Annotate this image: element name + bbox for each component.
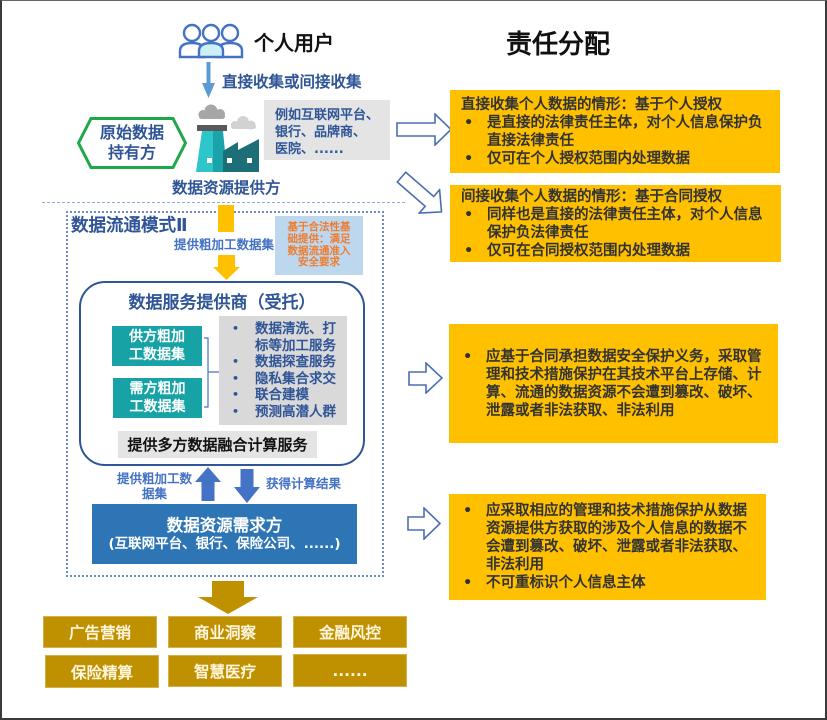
service-item: 隐私集合求交	[232, 371, 347, 388]
hollow-arrow-icon	[408, 362, 443, 394]
responsibility-bullet: 不可重标识个人信息主体	[460, 574, 749, 592]
section-divider	[42, 202, 405, 203]
mode-title: 数据流通模式Ⅱ	[71, 216, 188, 236]
service-summary: 提供多方数据融合计算服务	[118, 431, 317, 458]
hollow-arrow-icon	[396, 113, 452, 146]
compliance-note: 基于合法性基 础提供：满足 数据流通准入 安全要求	[275, 216, 363, 275]
collection-label: 直接收集或间接收集	[222, 73, 362, 91]
provider-label: 数据资源提供方	[172, 179, 281, 197]
result-label: 获得计算结果	[266, 476, 342, 491]
responsibility-data-demander: 应采取相应的管理和技术措施保护从数据资源提供方获取的涉及个人信息的数据不会遭到篡…	[449, 494, 766, 600]
responsibility-heading: 间接收集个人数据的情形：基于合同授权	[461, 188, 722, 205]
applications-arrow-icon	[198, 581, 258, 614]
data-holder-badge: 原始数据 持有方	[99, 123, 164, 162]
service-list: 数据清洗、打 标等加工服务 数据探查服务 隐私集合求交 联合建模 预测高潜人群	[219, 316, 347, 425]
demander-title: 数据资源需求方	[166, 515, 283, 535]
people-icon	[178, 23, 244, 59]
supply-arrow-shaft	[218, 205, 234, 232]
bracket-connector	[204, 337, 219, 408]
responsibility-bullets: 应采取相应的管理和技术措施保护从数据资源提供方获取的涉及个人信息的数据不会遭到篡…	[460, 502, 760, 592]
application-item: 智慧医疗	[168, 655, 282, 687]
supply-arrow-icon	[213, 255, 240, 280]
responsibility-bullet: 应采取相应的管理和技术措施保护从数据资源提供方获取的涉及个人信息的数据不会遭到篡…	[460, 502, 749, 574]
demander-dataset: 需方粗加 工数据集	[113, 378, 202, 418]
hollow-arrow-icon	[407, 507, 441, 540]
responsibility-direct-collection: 直接收集个人数据的情形：基于个人授权 是直接的法律责任主体，对个人信息保护负直接…	[450, 90, 780, 173]
responsibility-bullet: 仅可在合同授权范围内处理数据	[461, 242, 765, 260]
application-item: 商业洞察	[168, 616, 282, 648]
provider-examples: 例如互联网平台、 银行、品牌商、 医院、......	[264, 100, 390, 160]
data-demander-box: 数据资源需求方 (互联网平台、银行、保险公司、......)	[92, 504, 357, 564]
service-item: 数据探查服务	[232, 354, 347, 371]
service-item: 联合建模	[232, 387, 347, 404]
responsibility-bullets: 同样也是直接的法律责任主体，对个人信息保护负法律责任 仅可在合同授权范围内处理数…	[461, 206, 775, 260]
responsibility-bullets: 是直接的法律责任主体，对个人信息保护负直接法律责任 仅可在个人授权范围内处理数据	[461, 114, 774, 168]
service-provider-title: 数据服务提供商（受托）	[128, 293, 316, 313]
hexagon-shape	[77, 117, 187, 169]
demander-subtitle: (互联网平台、银行、保险公司、......)	[108, 535, 341, 552]
factory-icon	[196, 104, 259, 172]
supplier-dataset: 供方粗加 工数据集	[112, 326, 202, 366]
responsibility-bullet: 仅可在个人授权范围内处理数据	[461, 150, 765, 168]
hollow-arrow-diagonal-icon	[396, 170, 443, 214]
service-item: 数据清洗、打 标等加工服务	[232, 321, 347, 354]
service-provider-box	[79, 281, 365, 466]
application-item: 广告营销	[43, 616, 157, 648]
arrow-down-icon	[234, 469, 260, 503]
responsibility-bullet: 是直接的法律责任主体，对个人信息保护负直接法律责任	[461, 114, 765, 150]
page-title: 责任分配	[506, 30, 611, 60]
upload-label: 提供粗加工数 据集	[116, 471, 192, 501]
application-item: 保险精算	[45, 655, 159, 688]
user-label: 个人用户	[254, 31, 334, 55]
responsibility-bullet: 同样也是直接的法律责任主体，对个人信息保护负法律责任	[461, 206, 765, 242]
responsibility-bullet: 应基于合同承担数据安全保护义务，采取管理和技术措施保护在其技术平台上存储、计算、…	[460, 348, 764, 420]
responsibility-indirect-collection: 间接收集个人数据的情形：基于合同授权 同样也是直接的法律责任主体，对个人信息保护…	[450, 185, 781, 262]
responsibility-heading: 直接收集个人数据的情形：基于个人授权	[461, 96, 722, 113]
responsibility-bullets: 应基于合同承担数据安全保护义务，采取管理和技术措施保护在其技术平台上存储、计算、…	[460, 348, 772, 420]
application-item: ......	[293, 654, 407, 687]
application-item: 金融风控	[293, 616, 407, 648]
responsibility-service-provider: 应基于合同承担数据安全保护义务，采取管理和技术措施保护在其技术平台上存储、计算、…	[449, 324, 778, 443]
collect-arrow-icon	[202, 62, 215, 98]
arrow-up-icon	[195, 467, 221, 501]
service-item: 预测高潜人群	[232, 404, 347, 421]
supply-label: 提供粗加工数据集	[174, 237, 275, 252]
